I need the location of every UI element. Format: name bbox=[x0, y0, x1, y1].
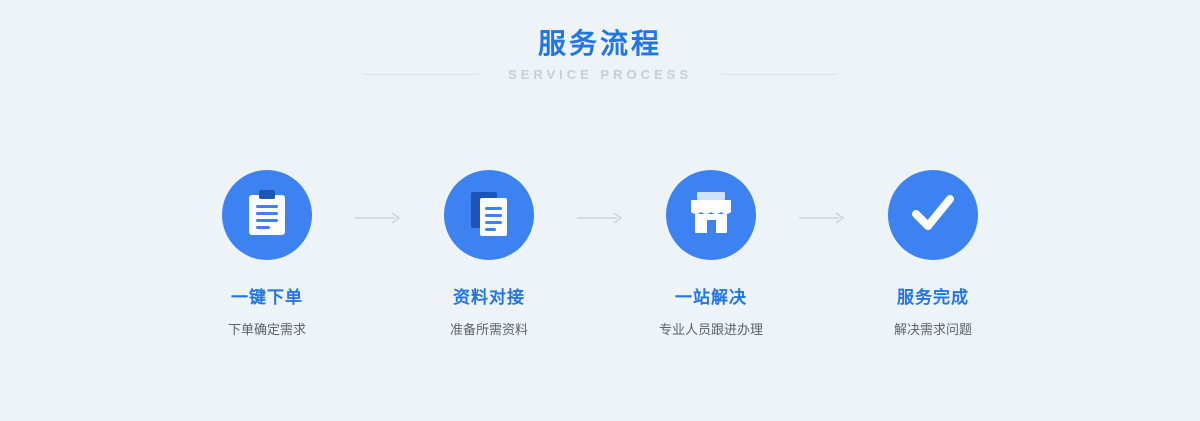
documents-icon bbox=[468, 190, 510, 241]
checkmark-icon bbox=[910, 194, 956, 237]
step-description: 专业人员跟进办理 bbox=[658, 322, 763, 337]
step-description: 下单确定需求 bbox=[227, 322, 306, 337]
step-material-docking: 资料对接 准备所需资料 bbox=[401, 170, 577, 338]
step-description: 准备所需资料 bbox=[449, 322, 528, 337]
step-circle bbox=[888, 170, 978, 260]
step-circle bbox=[222, 170, 312, 260]
step-title: 服务完成 bbox=[897, 288, 969, 307]
arrow-right-icon bbox=[355, 211, 401, 229]
section-title: 服务流程 bbox=[537, 28, 662, 59]
step-description: 解决需求问题 bbox=[893, 322, 972, 337]
storefront-icon bbox=[689, 191, 733, 239]
step-one-click-order: 一键下单 下单确定需求 bbox=[179, 170, 355, 338]
process-steps: 一键下单 下单确定需求 bbox=[0, 170, 1200, 338]
right-divider-line bbox=[722, 74, 838, 75]
step-title: 一站解决 bbox=[675, 288, 747, 307]
step-service-complete: 服务完成 解决需求问题 bbox=[845, 170, 1021, 338]
subtitle-row: SERVICE PROCESS bbox=[0, 67, 1200, 82]
step-title: 资料对接 bbox=[453, 288, 525, 307]
section-subtitle: SERVICE PROCESS bbox=[507, 67, 693, 82]
arrow-right-icon bbox=[799, 211, 845, 229]
clipboard-order-icon bbox=[248, 189, 286, 241]
step-title: 一键下单 bbox=[231, 288, 303, 307]
step-one-stop-solution: 一站解决 专业人员跟进办理 bbox=[623, 170, 799, 338]
arrow-right-icon bbox=[577, 211, 623, 229]
step-circle bbox=[444, 170, 534, 260]
step-circle bbox=[666, 170, 756, 260]
left-divider-line bbox=[362, 74, 478, 75]
service-process-section: 服务流程 SERVICE PROCESS bbox=[0, 28, 1200, 338]
section-header: 服务流程 SERVICE PROCESS bbox=[0, 28, 1200, 82]
